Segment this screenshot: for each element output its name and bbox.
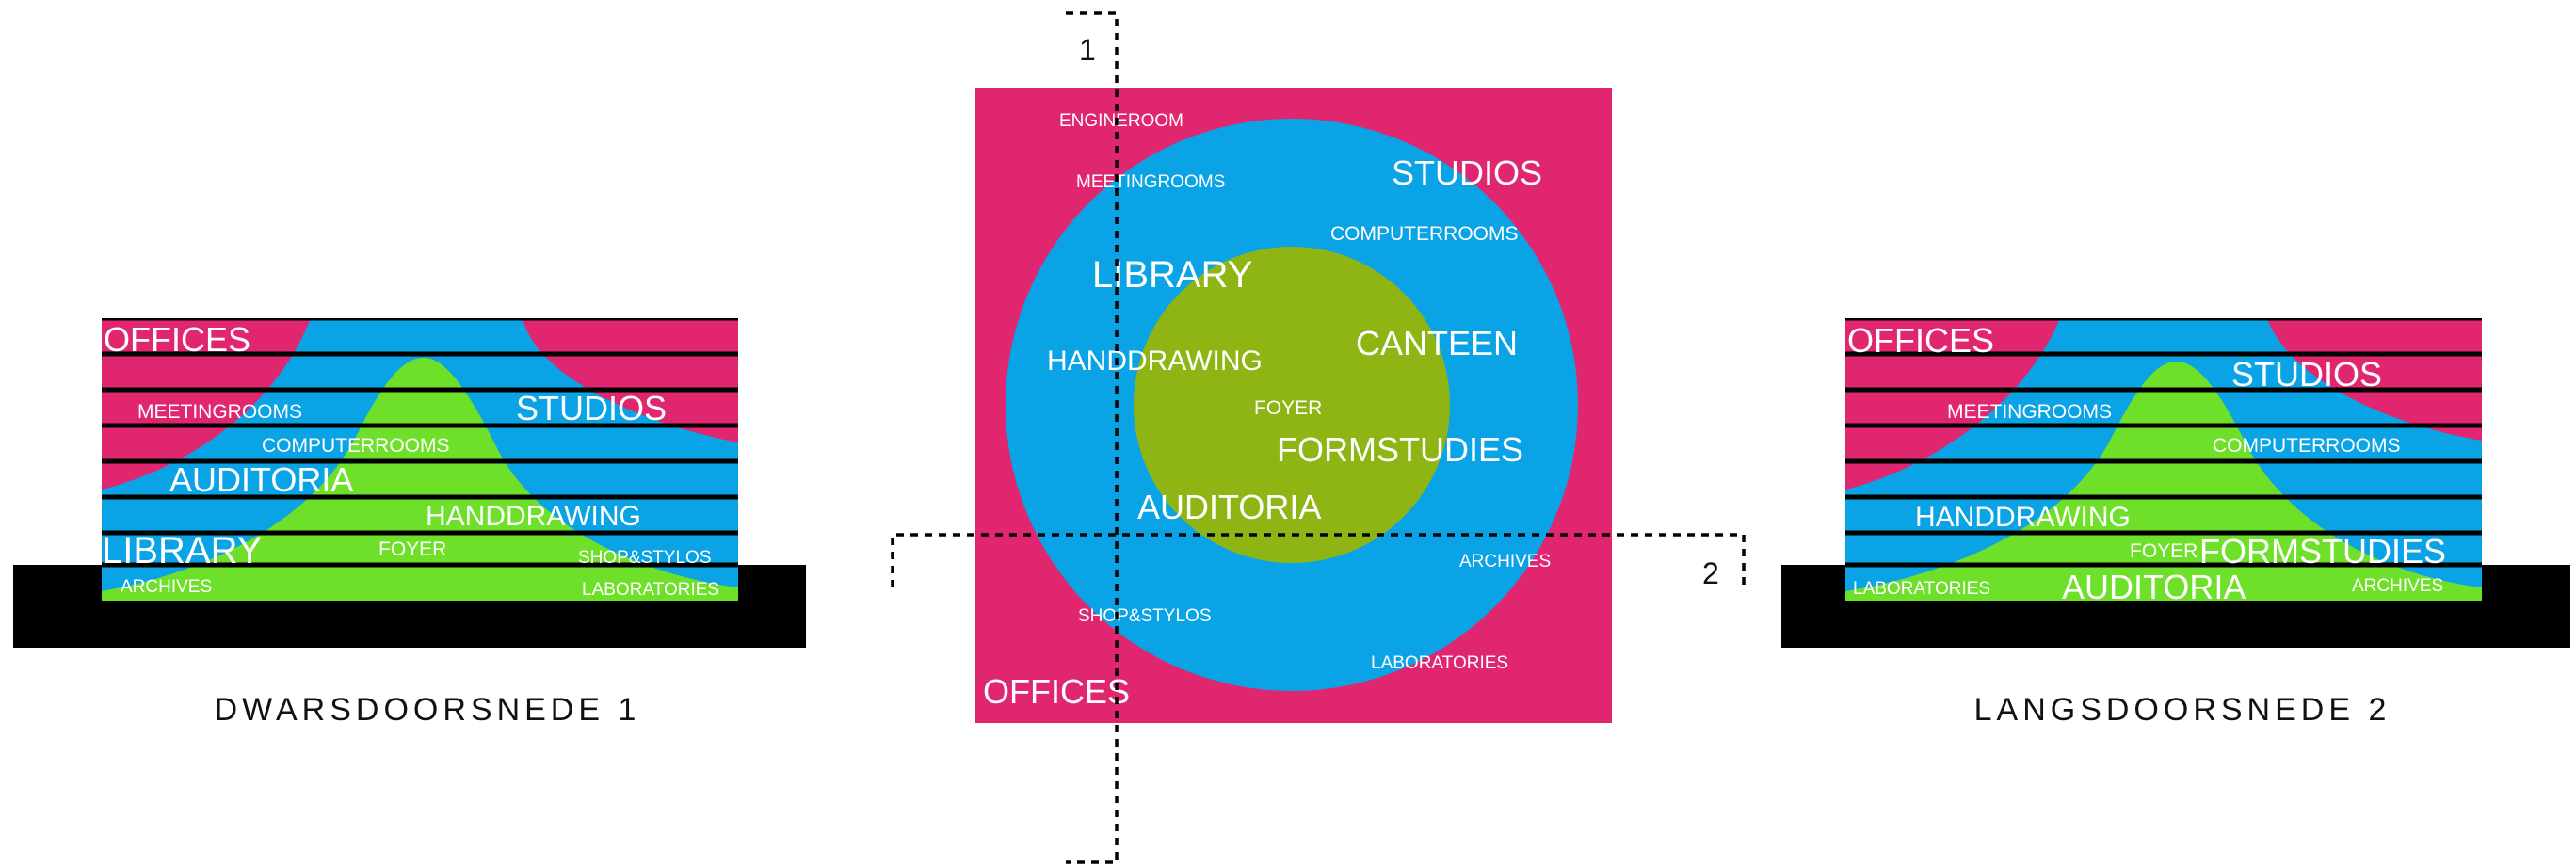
plan-label-engineroom: ENGINEROOM xyxy=(1059,111,1183,131)
label-shop-stylos: SHOP&STYLOS xyxy=(578,548,712,568)
caption-section-2: LANGSDOORSNEDE 2 xyxy=(1974,692,2391,728)
plan-label-canteen: CANTEEN xyxy=(1356,324,1518,362)
label-archives: ARCHIVES xyxy=(121,577,212,597)
plan-label-studios: STUDIOS xyxy=(1392,153,1542,192)
label-offices: OFFICES xyxy=(104,320,250,359)
label-meetingrooms: MEETINGROOMS xyxy=(137,401,302,423)
cross-section-1: OFFICES MEETINGROOMS STUDIOS COMPUTERROO… xyxy=(13,318,806,728)
plan-label-library: LIBRARY xyxy=(1092,254,1252,296)
label-laboratories: LABORATORIES xyxy=(1853,579,1990,599)
label-foyer: FOYER xyxy=(378,538,446,560)
floor-lines xyxy=(102,318,738,568)
cut-mark-1: 1 xyxy=(1079,33,1096,67)
label-computerrooms: COMPUTERROOMS xyxy=(2213,435,2401,457)
floor-plan: ENGINEROOM MEETINGROOMS STUDIOS COMPUTER… xyxy=(891,11,1746,864)
plan-label-meetingrooms: MEETINGROOMS xyxy=(1076,172,1225,192)
cut-mark-2: 2 xyxy=(1702,556,1719,590)
label-offices: OFFICES xyxy=(1847,321,1994,360)
label-handdrawing: HANDDRAWING xyxy=(1915,502,2131,533)
section-cut-lines xyxy=(891,11,1746,864)
green-zone xyxy=(1845,362,2482,601)
label-auditoria: AUDITORIA xyxy=(2062,568,2246,606)
label-studios: STUDIOS xyxy=(516,389,667,427)
plan-label-foyer: FOYER xyxy=(1254,397,1322,419)
plan-label-laboratories: LABORATORIES xyxy=(1371,653,1508,673)
label-auditoria: AUDITORIA xyxy=(169,460,353,499)
plan-label-formstudies: FORMSTUDIES xyxy=(1277,430,1523,469)
green-zone xyxy=(102,358,738,601)
cut-line-1 xyxy=(1066,11,1119,864)
plan-label-computerrooms: COMPUTERROOMS xyxy=(1330,223,1519,245)
label-computerrooms: COMPUTERROOMS xyxy=(262,435,450,457)
label-studios: STUDIOS xyxy=(2231,355,2382,394)
label-foyer: FOYER xyxy=(2130,540,2198,562)
label-handdrawing: HANDDRAWING xyxy=(426,501,641,532)
label-formstudies: FORMSTUDIES xyxy=(2199,532,2446,571)
plan-green-core xyxy=(1134,247,1450,563)
plan-label-shop-stylos: SHOP&STYLOS xyxy=(1078,606,1212,626)
longitudinal-section-2: OFFICES STUDIOS MEETINGROOMS COMPUTERROO… xyxy=(1781,318,2570,728)
plan-label-offices: OFFICES xyxy=(983,672,1130,711)
plan-label-auditoria: AUDITORIA xyxy=(1137,488,1321,526)
label-library: LIBRARY xyxy=(102,530,262,571)
plan-label-archives: ARCHIVES xyxy=(1459,552,1551,571)
label-laboratories: LABORATORIES xyxy=(582,580,719,600)
plan-label-handdrawing: HANDDRAWING xyxy=(1047,346,1263,377)
label-meetingrooms: MEETINGROOMS xyxy=(1947,401,2112,423)
floor-lines xyxy=(1845,318,2482,568)
caption-section-1: DWARSDOORSNEDE 1 xyxy=(215,692,641,728)
label-archives: ARCHIVES xyxy=(2352,576,2443,596)
